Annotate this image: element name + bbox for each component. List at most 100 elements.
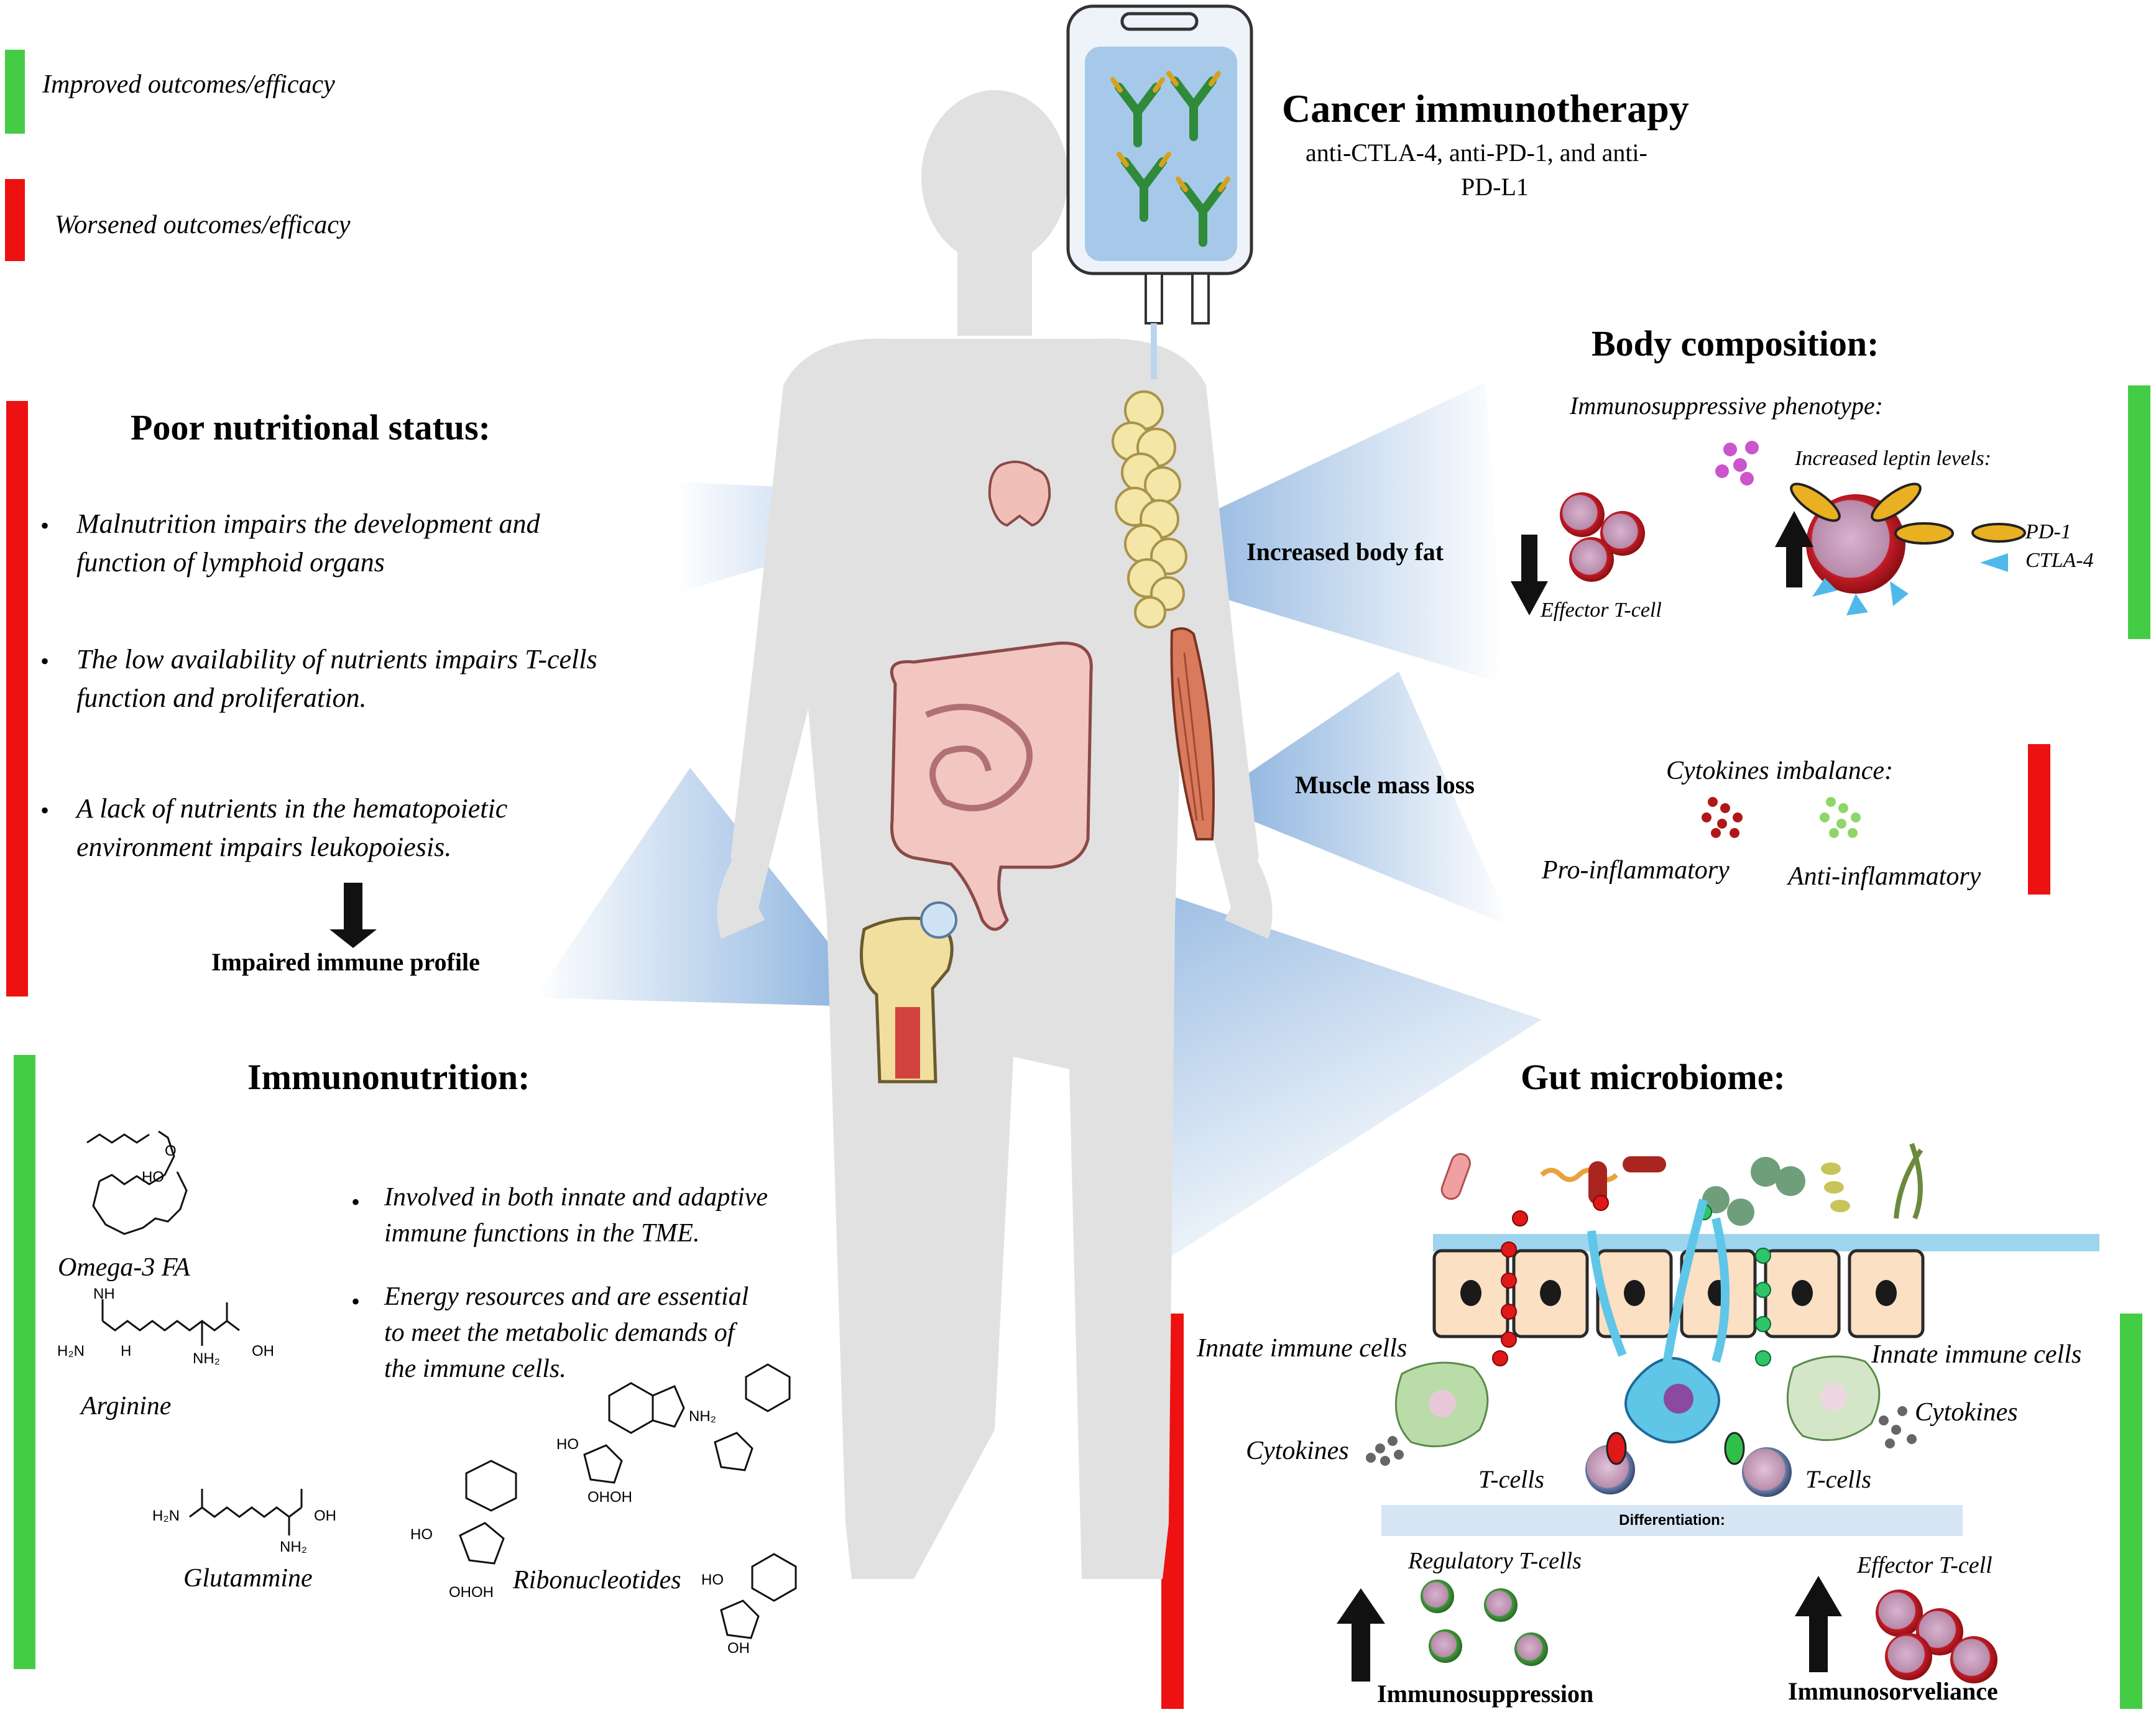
femur-bone [860, 901, 957, 1084]
chem-atom-label: OH [727, 1640, 750, 1657]
anti-inflammatory-label: Anti-inflammatory [1788, 862, 1981, 891]
therapy-subtitle-line2: PD-L1 [1461, 173, 1529, 201]
chem-atom-label: HO [701, 1572, 724, 1588]
chem-atom-label: NH₂ [689, 1408, 716, 1425]
tcell-left-receptor [1606, 1432, 1627, 1465]
chem-atom-label: NH [93, 1286, 115, 1302]
arginine-label: Arginine [81, 1392, 172, 1420]
chem-atom-label: NH₂ [193, 1350, 220, 1367]
chemical-structures [86, 1130, 797, 1639]
chem-atom-label: OH [314, 1507, 336, 1524]
tcell-right-receptor [1724, 1432, 1745, 1465]
chem-atom-label: H₂N [152, 1507, 180, 1524]
muscle-organ [1170, 627, 1215, 840]
nutrition-bullet1-line1: Malnutrition impairs the development and [76, 509, 540, 539]
innate-cells-right-label: Innate immune cells [1871, 1340, 2082, 1369]
increased-body-fat-label: Increased body fat [1246, 538, 1444, 566]
chem-atom-label: HO [410, 1526, 433, 1543]
nutrition-bullet1-line2: function of lymphoid organs [76, 547, 385, 578]
chem-atom-label: HO [556, 1436, 579, 1453]
human-silhouette [717, 90, 1273, 1580]
anti-inflammatory-dots [1820, 797, 1861, 838]
muscle-mass-loss-label: Muscle mass loss [1295, 771, 1475, 799]
immunonutrition-point2-line1: Energy resources and are essential [384, 1282, 749, 1311]
glutamine-label: Glutammine [183, 1564, 313, 1593]
chem-atom-label: OHOH [587, 1489, 632, 1506]
muscle-worsened-bar [2028, 744, 2050, 895]
nutrition-bullet3-line2: environment impairs leukopoiesis. [76, 832, 452, 862]
immunonutrition-point1-line1: Involved in both innate and adaptive [384, 1183, 768, 1212]
legend-improved-label: Improved outcomes/efficacy [42, 70, 335, 99]
immunosuppressive-cell [1790, 482, 1954, 615]
innate-cell-left [1394, 1361, 1489, 1448]
legend-green-bar [5, 50, 25, 134]
nutrition-worsened-bar [6, 401, 28, 996]
cytokine-dots-right [1879, 1406, 1917, 1448]
gut-improved-bar [2120, 1314, 2142, 1709]
omega3-label: Omega-3 FA [58, 1253, 190, 1282]
immunosuppressive-phenotype-label: Immunosuppressive phenotype: [1570, 392, 1883, 420]
cytokines-right-label: Cytokines [1915, 1398, 2018, 1427]
tcell-right [1742, 1447, 1792, 1497]
pro-inflammatory-label: Pro-inflammatory [1542, 856, 1730, 885]
down-arrow-nutrition [329, 883, 377, 948]
therapy-title: Cancer immunotherapy [1282, 86, 1689, 131]
chem-atom-label: NH₂ [280, 1539, 307, 1555]
cytokine-dots-left [1366, 1436, 1404, 1466]
leptin-label: Increased leptin levels: [1795, 447, 1991, 470]
effector-tcells-gut [1876, 1590, 1997, 1683]
effector-tcell-gut-label: Effector T-cell [1857, 1552, 1992, 1578]
immunonutrition-point1-line2: immune functions in the TME. [384, 1219, 700, 1248]
therapy-subtitle-line1: anti-CTLA-4, anti-PD-1, and anti- [1306, 139, 1647, 167]
nutrition-bullet2-line1: The low availability of nutrients impair… [76, 644, 597, 674]
intestine-organ [890, 642, 1093, 931]
regulatory-tcells-label: Regulatory T-cells [1408, 1548, 1582, 1574]
bullet-dot: • [351, 1188, 361, 1216]
bullet-dot: • [351, 1287, 361, 1315]
tcells-left-label: T-cells [1478, 1465, 1544, 1493]
pro-inflammatory-dots [1702, 797, 1743, 838]
ribonucleotides-label: Ribonucleotides [513, 1566, 681, 1595]
body-composition-title: Body composition: [1592, 323, 1879, 364]
immunonutrition-improved-bar [14, 1055, 35, 1669]
up-arrow-immunosuppression [1337, 1588, 1385, 1682]
cytokines-left-label: Cytokines [1246, 1437, 1349, 1465]
impaired-immune-profile-label: Impaired immune profile [211, 948, 480, 976]
innate-cells-left-label: Innate immune cells [1197, 1334, 1407, 1363]
immunosuppression-label: Immunosuppression [1377, 1680, 1594, 1708]
cytokines-imbalance-label: Cytokines imbalance: [1666, 757, 1894, 785]
up-arrow-immunosurveillance [1795, 1576, 1842, 1672]
immunonutrition-point2-line2: to meet the metabolic demands of [384, 1319, 735, 1347]
immunonutrition-point2-line3: the immune cells. [384, 1355, 566, 1383]
beam-fat [1144, 382, 1504, 684]
ctla4-legend-symbol [1980, 553, 2008, 572]
legend-worsened-label: Worsened outcomes/efficacy [55, 211, 351, 239]
nutrition-bullet2-line2: function and proliferation. [76, 683, 367, 713]
effector-tcell-label: Effector T-cell [1541, 599, 1662, 622]
chem-atom-label: H₂N [57, 1343, 85, 1360]
chem-atom-label: O [165, 1143, 177, 1159]
iv-bag [1066, 4, 1253, 379]
chem-atom-label: HO [142, 1169, 164, 1185]
leptin-dots [1715, 441, 1759, 486]
pd1-legend-symbol [1971, 523, 2026, 543]
gut-microbiome-title: Gut microbiome: [1521, 1057, 1785, 1097]
bullet-dot: • [40, 796, 50, 824]
bodyfat-improved-bar [2128, 385, 2150, 639]
chem-atom-label: OH [252, 1343, 274, 1360]
pd1-label: PD-1 [2025, 520, 2071, 543]
chem-atom-label: H [121, 1343, 132, 1360]
up-arrow-leptin [1775, 511, 1813, 587]
junction-dots-red [1492, 1195, 1609, 1366]
bullet-dot: • [40, 512, 50, 540]
beam-gut [1057, 858, 1542, 1262]
innate-cell-right [1786, 1355, 1881, 1442]
immunonutrition-title: Immunonutrition: [247, 1057, 530, 1097]
nutrition-bullet3-line1: A lack of nutrients in the hematopoietic [76, 793, 508, 824]
immunosurveillance-label: Immunosorveliance [1788, 1677, 1998, 1705]
adipose-tissue [1112, 390, 1187, 628]
nutrition-title: Poor nutritional status: [131, 407, 491, 448]
regulatory-tcells [1421, 1580, 1548, 1666]
